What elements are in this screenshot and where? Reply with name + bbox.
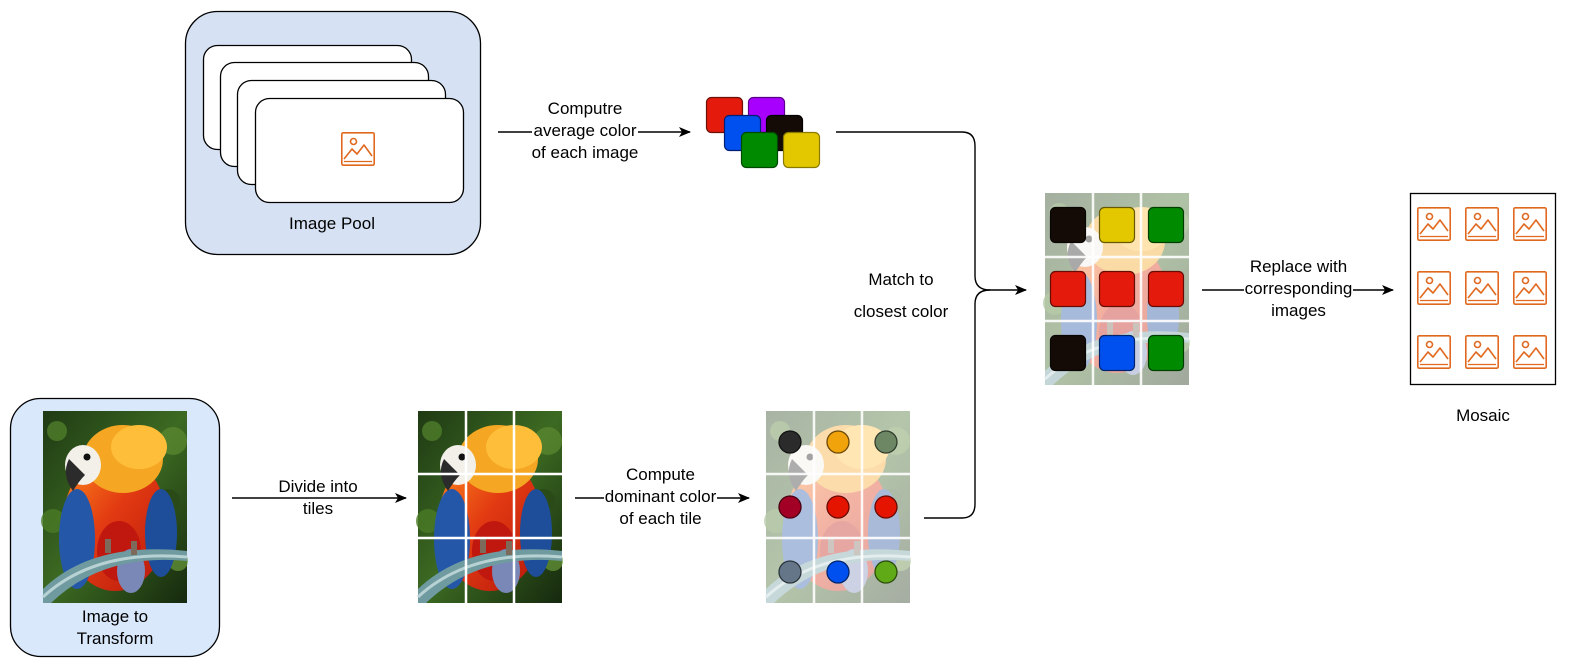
- image-pool-label: Image Pool: [289, 214, 375, 233]
- color-swatch: [740, 131, 779, 169]
- matched-color-tile: [1147, 334, 1185, 372]
- step-label-line: Computre: [546, 99, 624, 118]
- dominant-color-dot: [778, 430, 802, 454]
- mosaic-frame: [1409, 192, 1557, 386]
- dominant-color-dot: [778, 495, 802, 519]
- step-label-line: Compute: [625, 465, 696, 484]
- dominant-color-dot: [874, 560, 898, 584]
- step-label-line: Divide into: [277, 477, 359, 496]
- color-swatch: [782, 131, 821, 169]
- matched-color-tile: [1049, 334, 1087, 372]
- dominant-dots: [778, 430, 898, 584]
- parrot-image: [39, 409, 190, 605]
- step-label-line: closest color: [853, 302, 949, 321]
- source-image-label: Image to Transform: [15, 606, 215, 650]
- step-label-line: images: [1270, 301, 1327, 320]
- step-label-line: of each image: [530, 143, 640, 162]
- matched-tiles: [1049, 206, 1185, 372]
- matched-color-tile: [1049, 270, 1087, 308]
- source-image-label-line: Transform: [76, 629, 154, 648]
- step-replace-label: Replace with corresponding images: [1221, 256, 1376, 322]
- image-pool-container: [184, 10, 482, 256]
- dominant-color-dot: [826, 560, 850, 584]
- source-image-container: [9, 397, 221, 658]
- arrow-match-bottom: [924, 289, 991, 519]
- source-image-label-line: Image to: [81, 607, 149, 626]
- matched-color-tile: [1098, 334, 1136, 372]
- matched-color-tile: [1049, 206, 1087, 244]
- step-label-line: Match to: [868, 270, 934, 289]
- dominant-color-dot: [778, 560, 802, 584]
- matched-color-tile: [1098, 270, 1136, 308]
- mosaic-label: Mosaic: [1456, 406, 1510, 425]
- step-label-line: average color: [532, 121, 638, 140]
- dominant-color-dot: [826, 495, 850, 519]
- step-label-line: dominant color: [603, 487, 718, 506]
- step-dominant-label: Compute dominant color of each tile: [583, 464, 738, 530]
- step-divide-label: Divide into tiles: [258, 476, 378, 520]
- dominant-color-dot: [826, 430, 850, 454]
- dominant-color-image: [762, 409, 913, 605]
- step-match-label: Match to closest color: [836, 264, 966, 328]
- average-color-swatches: [705, 96, 821, 169]
- step-label-line: of each tile: [618, 509, 703, 528]
- step-label-line: Replace with: [1248, 257, 1349, 276]
- matched-color-tile: [1147, 206, 1185, 244]
- matched-color-tile: [1147, 270, 1185, 308]
- step-label-line: corresponding: [1243, 279, 1354, 298]
- dominant-color-dot: [874, 430, 898, 454]
- step-average-label: Computre average color of each image: [505, 98, 665, 164]
- tiled-image: [414, 409, 565, 605]
- matched-color-tile: [1098, 206, 1136, 244]
- dominant-color-dot: [874, 495, 898, 519]
- step-label-line: tiles: [301, 499, 335, 518]
- arrow-match-top: [836, 131, 1027, 295]
- matched-tiles-grid: [1041, 191, 1192, 387]
